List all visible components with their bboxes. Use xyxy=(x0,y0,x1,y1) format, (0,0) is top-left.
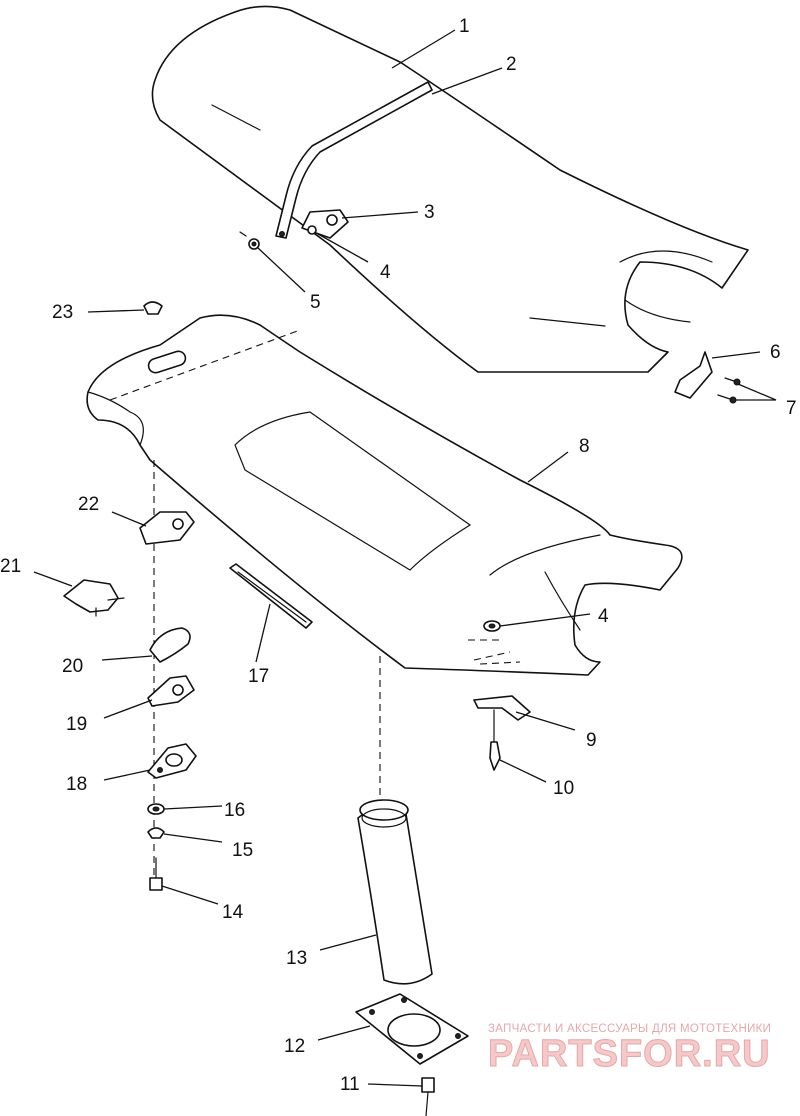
trim-strip-17 xyxy=(229,563,313,629)
callout-numbers: 1 2 3 4 5 6 7 8 4 9 10 23 22 21 20 19 18… xyxy=(0,16,797,1095)
callout-16: 16 xyxy=(224,800,245,821)
watermark-caption: ЗАПЧАСТИ И АКСЕССУАРЫ ДЛЯ МОТОТЕХНИКИ xyxy=(488,1023,771,1035)
callout-9: 9 xyxy=(586,730,597,751)
air-duct-13 xyxy=(357,656,433,985)
callout-14: 14 xyxy=(222,902,244,923)
watermark: ЗАПЧАСТИ И АКСЕССУАРЫ ДЛЯ МОТОТЕХНИКИ PA… xyxy=(488,1023,771,1076)
callout-18: 18 xyxy=(66,774,87,795)
leader-lines xyxy=(33,29,777,1087)
seat xyxy=(151,5,749,373)
seat-bracket-hardware xyxy=(239,209,349,250)
seat-latch xyxy=(674,351,741,404)
callout-4: 4 xyxy=(380,262,391,283)
callout-12: 12 xyxy=(284,1036,305,1057)
callout-11: 11 xyxy=(340,1074,360,1095)
callout-22: 22 xyxy=(78,494,99,515)
callout-17: 17 xyxy=(248,666,269,687)
gasket-12 xyxy=(355,993,469,1116)
callout-10: 10 xyxy=(553,778,574,799)
callout-4b: 4 xyxy=(598,606,609,627)
latch-assembly xyxy=(63,460,197,891)
callout-6: 6 xyxy=(770,342,781,363)
seat-pan xyxy=(86,314,683,676)
pan-hardware xyxy=(468,620,531,771)
callout-8: 8 xyxy=(579,436,590,457)
callout-19: 19 xyxy=(66,714,87,735)
callout-21: 21 xyxy=(0,556,21,577)
rivet-23 xyxy=(143,301,163,315)
callout-7: 7 xyxy=(786,398,797,419)
callout-2: 2 xyxy=(506,54,517,75)
watermark-logo: PARTSFOR.RU xyxy=(488,1033,771,1075)
callout-15: 15 xyxy=(232,840,253,861)
callout-5: 5 xyxy=(310,292,321,313)
callout-20: 20 xyxy=(62,656,83,677)
callout-23: 23 xyxy=(52,302,73,323)
callout-13: 13 xyxy=(286,948,307,969)
seat-strap xyxy=(275,81,433,239)
callout-1: 1 xyxy=(459,16,470,37)
callout-3: 3 xyxy=(424,202,435,223)
